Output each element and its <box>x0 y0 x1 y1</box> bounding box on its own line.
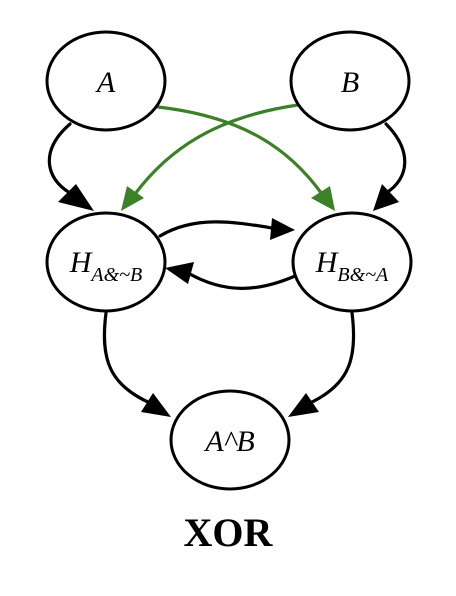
arrowhead-b-to-h-b-not-a <box>373 184 399 211</box>
arrowhead-h-b-not-a-to-h-a-not-b <box>165 262 194 284</box>
arrowhead-b-to-h-a-not-b <box>121 186 144 211</box>
node-h-b-not-a-subscript: B&~A <box>337 264 389 286</box>
edge-h-b-not-a-to-h-a-not-b <box>186 271 297 290</box>
edge-b-to-h-b-not-a <box>384 122 407 195</box>
edge-a-to-h-a-not-b <box>47 122 72 195</box>
edge-a-to-h-b-not-a <box>156 105 324 196</box>
node-h-b-not-a: HB&~A <box>291 211 413 313</box>
node-b-label: B <box>341 66 359 99</box>
arrowhead-h-b-not-a-to-xor <box>288 393 319 417</box>
node-b: B <box>289 30 411 132</box>
node-h-a-not-b-label: HA&~B <box>69 246 142 286</box>
arrowhead-h-a-not-b-to-h-b-not-a <box>270 218 295 240</box>
node-h-a-not-b-main: H <box>69 246 94 279</box>
node-h-b-not-a-main: H <box>315 246 340 279</box>
edge-h-a-not-b-to-h-b-not-a <box>158 220 274 238</box>
node-xor-output-label: A^B <box>203 425 254 458</box>
node-h-a-not-b-subscript: A&~B <box>89 264 142 286</box>
edge-h-b-not-a-to-xor <box>308 311 356 405</box>
node-xor-output: A^B <box>169 389 291 491</box>
node-a: A <box>45 30 167 132</box>
edge-b-to-h-a-not-b <box>133 103 300 196</box>
node-h-a-not-b: HA&~B <box>45 211 167 313</box>
node-h-b-not-a-label: HB&~A <box>315 246 389 286</box>
node-a-label: A <box>95 66 116 99</box>
arrowhead-h-a-not-b-to-xor <box>141 393 171 417</box>
diagram-caption: XOR <box>183 510 273 555</box>
arrowhead-a-to-h-a-not-b <box>58 184 94 211</box>
arrowhead-a-to-h-b-not-a <box>311 186 335 211</box>
edge-h-a-not-b-to-xor <box>102 311 152 405</box>
